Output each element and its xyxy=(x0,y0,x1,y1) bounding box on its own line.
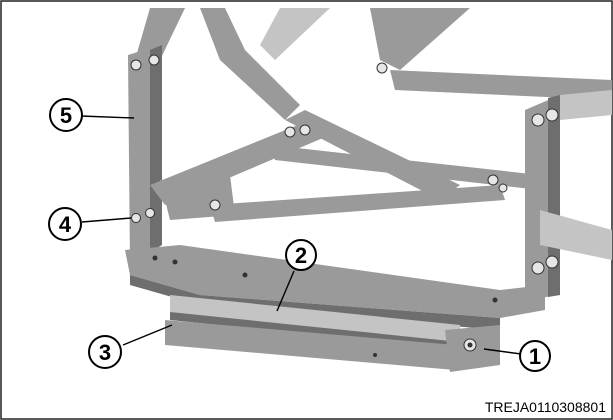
frame-structure xyxy=(125,8,612,372)
reference-code: TREJA0110308801 xyxy=(485,399,606,415)
callout-2-label: 2 xyxy=(295,243,307,268)
bolts xyxy=(130,54,559,357)
callout-5-label: 5 xyxy=(60,103,72,128)
callout-3-label: 3 xyxy=(99,340,111,365)
leader-lines xyxy=(80,115,522,355)
callout-2: 2 xyxy=(285,239,317,271)
callout-1-label: 1 xyxy=(529,344,541,369)
callout-3: 3 xyxy=(88,335,122,369)
callout-1: 1 xyxy=(519,340,551,372)
callout-4-label: 4 xyxy=(59,212,72,237)
callout-5: 5 xyxy=(49,98,83,132)
callout-4: 4 xyxy=(48,207,82,241)
